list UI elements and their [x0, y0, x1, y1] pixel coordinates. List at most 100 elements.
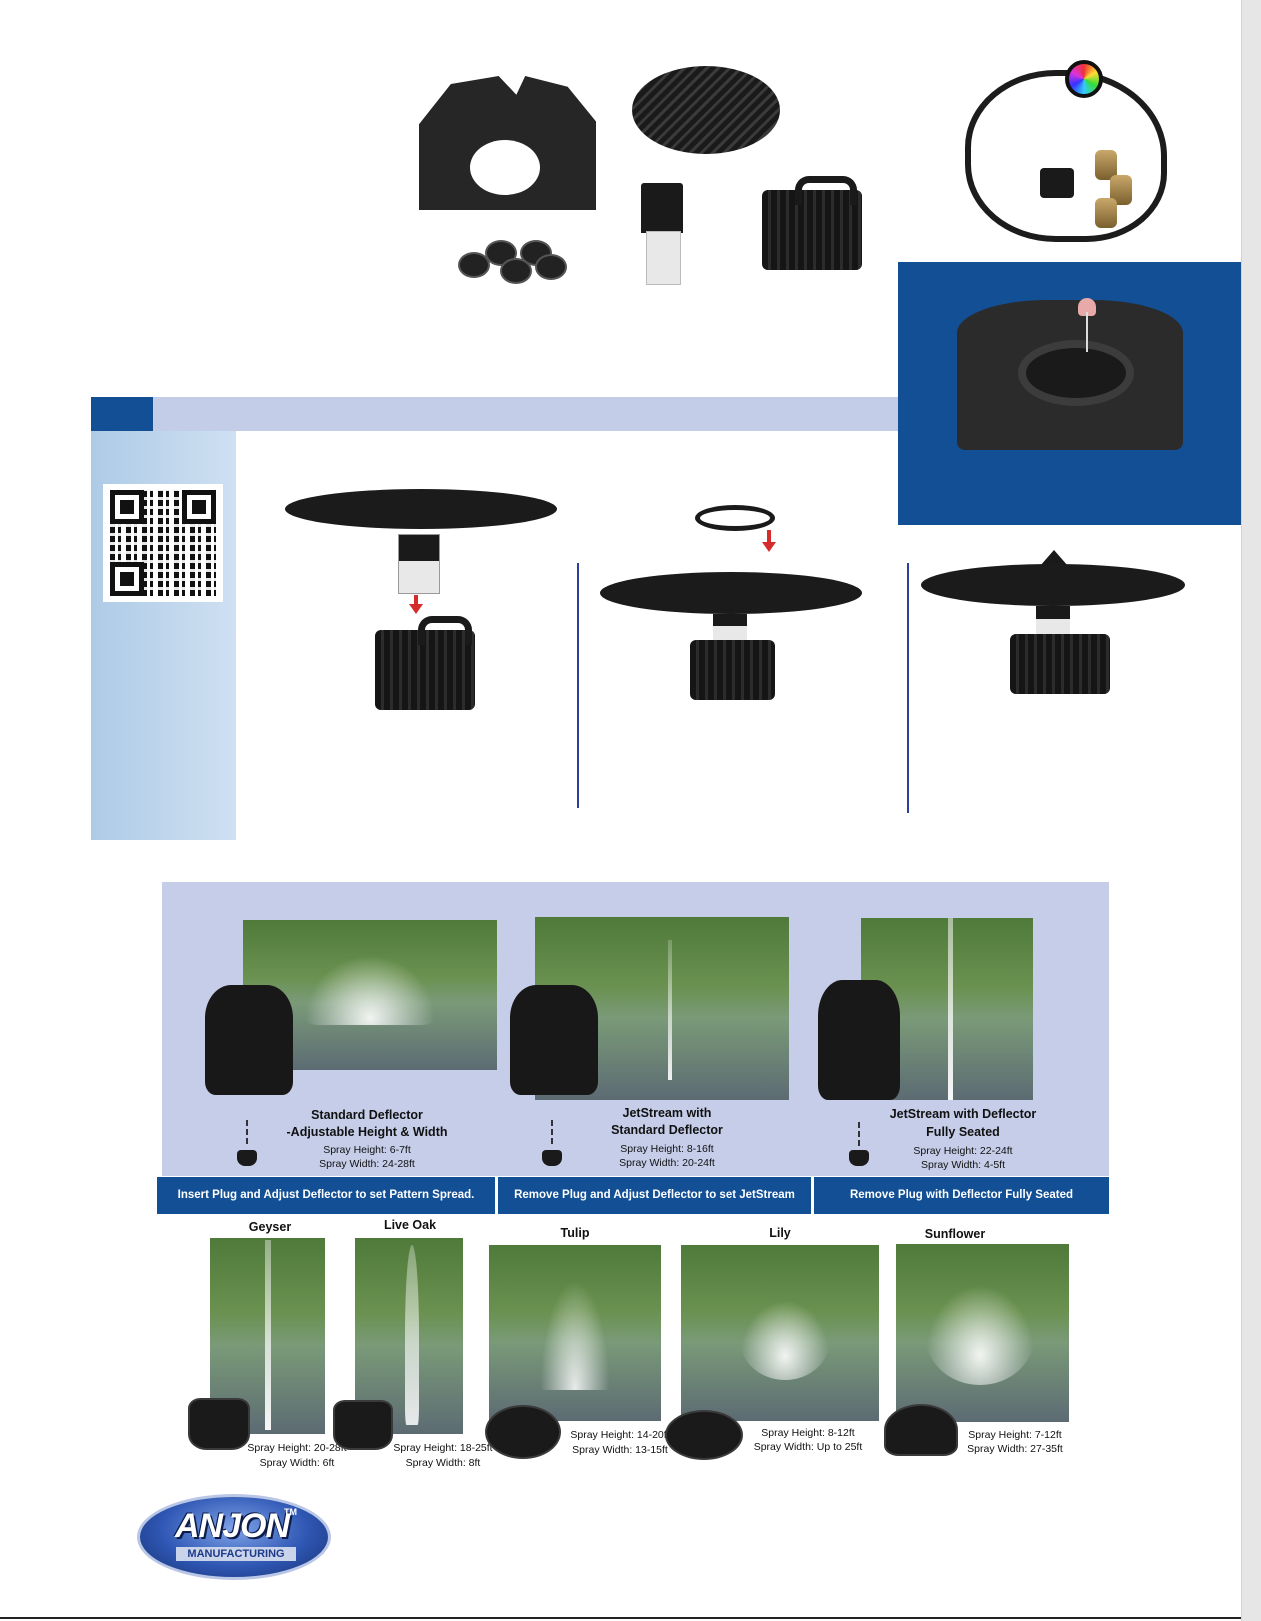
nozzle-cap-image — [458, 252, 490, 278]
assembly-step-3 — [918, 550, 1188, 720]
nozzle-name: Live Oak — [383, 1218, 437, 1232]
pump-handle — [795, 176, 857, 205]
spray-width: Spray Width: 24-28ft — [319, 1158, 415, 1170]
light-fixture-image — [1095, 150, 1117, 180]
spray-width: Spray Width: 6ft — [259, 1457, 335, 1469]
spray-fan — [925, 1285, 1035, 1385]
riser-pipe-bottom-image — [646, 231, 681, 285]
live-oak-nozzle-image — [333, 1400, 393, 1450]
section-header-tab — [91, 397, 153, 431]
arrow-up-icon — [246, 1120, 248, 1144]
float-peak — [1040, 550, 1068, 566]
spray-fan — [740, 1300, 830, 1380]
product-photos — [0, 0, 1241, 300]
power-cord-image — [632, 66, 780, 154]
light-fixture-image — [1110, 175, 1132, 205]
spray-jet — [948, 918, 953, 1100]
panel-title-line2: -Adjustable Height & Width — [286, 1125, 448, 1139]
spray-width: Spray Width: 4-5ft — [920, 1159, 1006, 1171]
nozzle-cap-image — [535, 254, 567, 280]
deflector-image — [205, 985, 293, 1095]
nozzle-name: Geyser — [248, 1220, 292, 1234]
panel-title-line1: JetStream with — [622, 1106, 712, 1120]
float-side-image — [600, 572, 862, 614]
plug-image — [849, 1150, 869, 1166]
riser-pipe-top-image — [641, 183, 683, 233]
step-divider — [907, 563, 909, 813]
logo-subtitle: MANUFACTURING — [176, 1547, 296, 1561]
spray-width: Spray Width: 8ft — [405, 1457, 481, 1469]
hand-tool-image — [1078, 298, 1096, 316]
anjon-logo — [137, 1494, 331, 1580]
pump-image — [1010, 634, 1110, 694]
geyser-nozzle-image — [188, 1398, 250, 1450]
spray-jet — [265, 1240, 271, 1430]
assembly-step-1 — [280, 480, 570, 740]
qr-finder-bottom-left — [110, 562, 144, 596]
float-side-image — [285, 489, 557, 529]
spray-height: Spray Height: 8-12ft — [761, 1427, 855, 1439]
page-bottom-rule — [0, 1617, 1241, 1619]
lily-nozzle-image — [665, 1410, 743, 1460]
spray-width: Spray Width: Up to 25ft — [753, 1441, 863, 1453]
arrow-down-icon — [414, 595, 418, 607]
nozzle-name: Tulip — [560, 1226, 590, 1240]
instruction-ribbon: Remove Plug with Deflector Fully Seated — [814, 1177, 1109, 1214]
plug-image — [237, 1150, 257, 1166]
pump-image — [690, 640, 775, 700]
spray-fan — [540, 1280, 610, 1390]
panel-title-line1: Standard Deflector — [311, 1108, 423, 1122]
panel-title-line1: JetStream with Deflector — [889, 1107, 1037, 1121]
arrow-down-icon — [858, 1122, 860, 1146]
float-side-image — [921, 564, 1185, 606]
logo-trademark: TM — [284, 1507, 297, 1517]
riser-pipe-image — [398, 534, 440, 594]
pump-handle — [418, 616, 472, 645]
deflector-image — [818, 980, 900, 1100]
qr-finder-top-right — [182, 490, 216, 524]
spray-jet — [405, 1245, 419, 1425]
section-header-band — [91, 397, 898, 431]
spray-width: Spray Width: 27-35ft — [967, 1443, 1063, 1455]
collar-ring-image — [695, 505, 775, 531]
arrow-down-icon — [551, 1120, 553, 1144]
spray-mist — [305, 955, 435, 1025]
scrollbar[interactable] — [1241, 0, 1261, 1621]
spray-height: Spray Height: 14-20ft — [570, 1429, 670, 1441]
step-divider — [577, 563, 579, 808]
light-fixture-image — [1095, 198, 1117, 228]
instruction-ribbon: Insert Plug and Adjust Deflector to set … — [157, 1177, 495, 1214]
riser-pipe-image — [713, 614, 747, 644]
logo-wordmark: ANJON — [174, 1507, 290, 1545]
arrow-down-icon — [767, 530, 771, 544]
float-hole — [470, 140, 540, 195]
riser-pipe-image — [1036, 606, 1070, 638]
spray-width: Spray Width: 13-15ft — [572, 1444, 668, 1456]
panel-title-line2: Standard Deflector — [611, 1123, 723, 1137]
spray-height: Spray Height: 8-16ft — [620, 1143, 714, 1155]
controller-image — [1065, 60, 1103, 98]
spray-height: Spray Height: 22-24ft — [913, 1145, 1013, 1157]
light-kit-cable-image — [965, 70, 1167, 242]
plug-image — [542, 1150, 562, 1166]
spray-jet — [668, 940, 672, 1080]
transformer-image — [1040, 168, 1074, 198]
spray-height: Spray Height: 7-12ft — [968, 1429, 1062, 1441]
sunflower-nozzle-image — [884, 1404, 958, 1456]
panel-title-line2: Fully Seated — [926, 1125, 1000, 1139]
qr-finder-top-left — [110, 490, 144, 524]
deflector-image — [510, 985, 598, 1095]
nozzle-name: Lily — [769, 1226, 791, 1240]
spray-width: Spray Width: 20-24ft — [619, 1157, 715, 1169]
assembly-step-2 — [590, 500, 880, 720]
tulip-nozzle-image — [485, 1405, 561, 1459]
tool-shaft — [1086, 312, 1088, 352]
arrow-down-icon — [409, 604, 423, 614]
instruction-ribbon: Remove Plug and Adjust Deflector to set … — [498, 1177, 811, 1238]
spray-height: Spray Height: 6-7ft — [323, 1144, 411, 1156]
spray-height: Spray Height: 20-28ft — [247, 1442, 347, 1454]
spray-height: Spray Height: 18-25ft — [393, 1442, 493, 1454]
nozzle-name: Sunflower — [924, 1227, 986, 1241]
arrow-down-icon — [762, 542, 776, 552]
float-center-ring — [1018, 340, 1134, 406]
